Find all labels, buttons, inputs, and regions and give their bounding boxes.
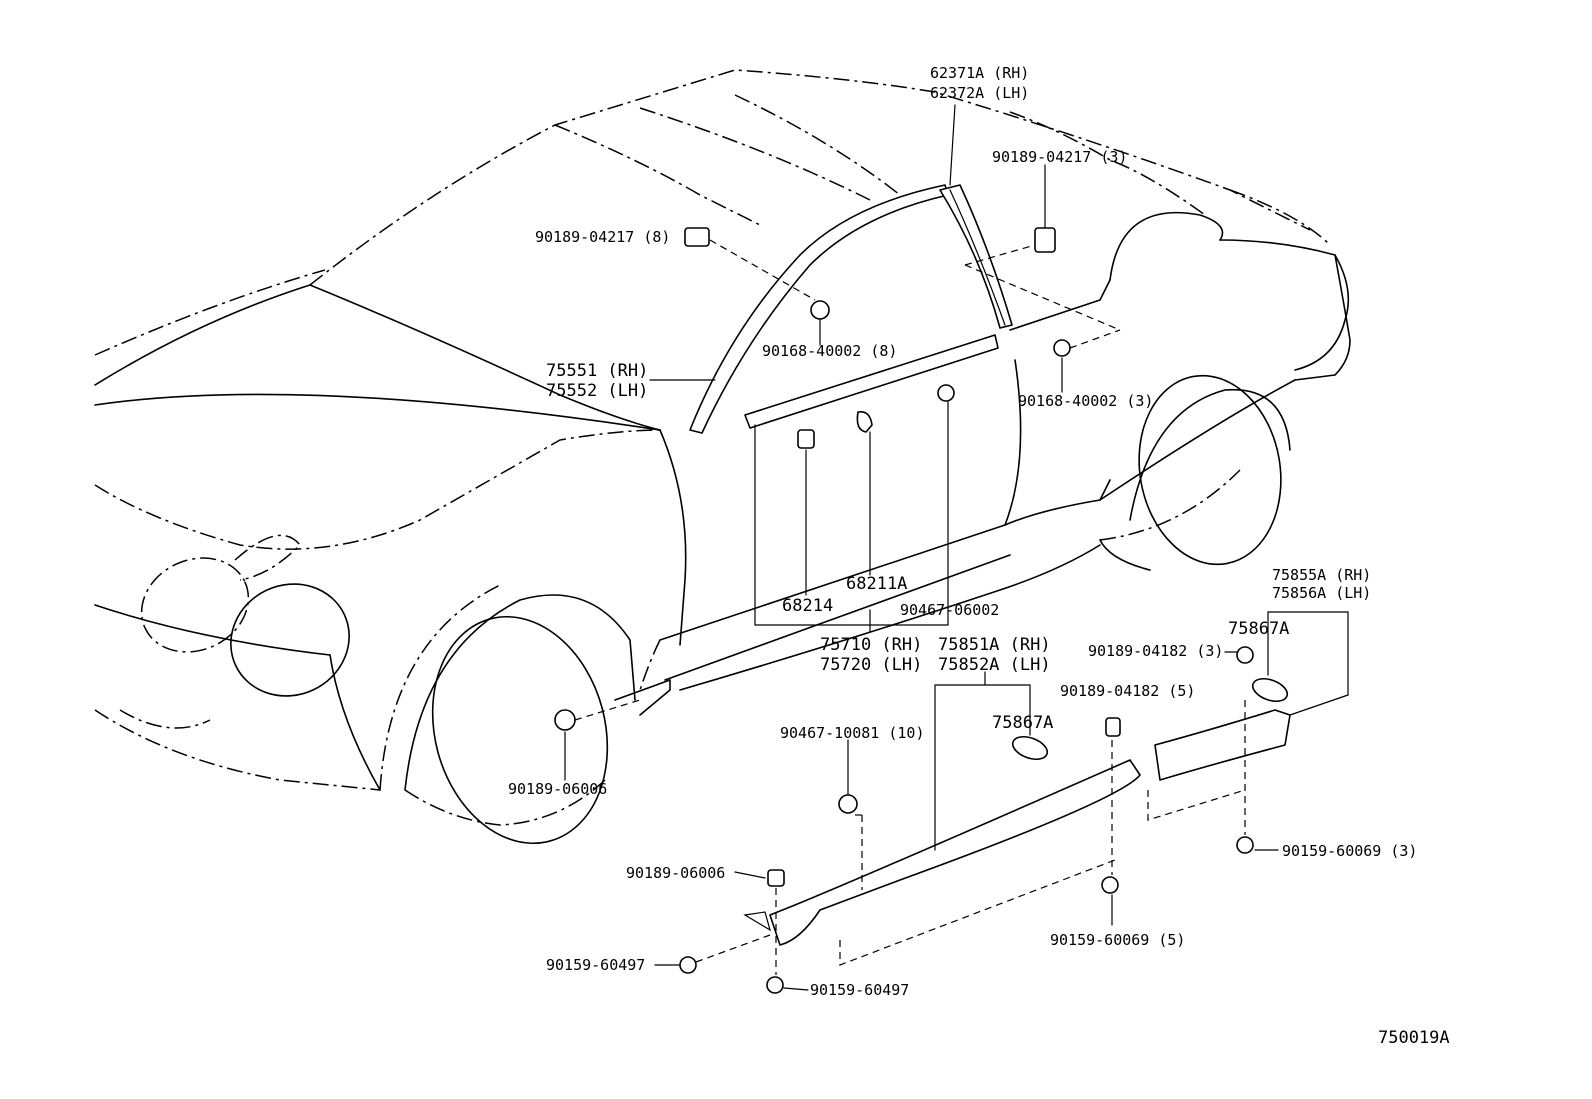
label-75710: 75710 (RH) xyxy=(820,635,922,655)
label-clip-upper-right: 90189-04217 (3) xyxy=(992,148,1127,166)
label-90159-60069-5: 90159-60069 (5) xyxy=(1050,931,1185,949)
label-75552: 75552 (LH) xyxy=(546,381,648,401)
clip-icon-04182-3 xyxy=(1236,646,1254,664)
label-90159-60497-left: 90159-60497 xyxy=(546,956,645,974)
label-90467-10081: 90467-10081 (10) xyxy=(780,724,925,742)
label-75867a-main: 75867A xyxy=(992,713,1053,733)
label-62371a: 62371A (RH) xyxy=(930,64,1029,82)
belt-moulding xyxy=(744,334,999,429)
fastener-icons xyxy=(554,227,1289,994)
label-75851a: 75851A (RH) xyxy=(938,635,1051,655)
label-90159-60497-bottom: 90159-60497 xyxy=(810,981,909,999)
clip-icon-90467-10081 xyxy=(838,794,858,814)
label-90159-60069-3: 90159-60069 (3) xyxy=(1282,842,1417,860)
clip-icon-75867-r xyxy=(1251,677,1289,703)
clip-icon-upper-right xyxy=(1034,227,1056,253)
bolt-icon-60497-b xyxy=(766,976,784,994)
label-75852a: 75852A (LH) xyxy=(938,655,1051,675)
label-68211a: 68211A xyxy=(846,574,907,594)
label-75855a: 75855A (RH) xyxy=(1272,566,1371,584)
clip-icon-04182-5 xyxy=(1105,717,1121,737)
label-screw-upper-left: 90168-40002 (8) xyxy=(762,342,897,360)
label-75551: 75551 (RH) xyxy=(546,361,648,381)
label-90467-06002: 90467-06002 xyxy=(900,601,999,619)
label-clip-04182-3: 90189-04182 (3) xyxy=(1088,642,1223,660)
rocker-panel-main xyxy=(743,759,1141,946)
leader-lines xyxy=(564,104,1349,991)
label-75720: 75720 (LH) xyxy=(820,655,922,675)
bolt-icon-60497-l xyxy=(679,956,697,974)
clip-icon-68214 xyxy=(797,429,815,449)
clip-icon-90467-06002 xyxy=(937,384,955,402)
bolt-icon-60069-3 xyxy=(1236,836,1254,854)
label-75867a-rear: 75867A xyxy=(1228,619,1289,639)
b-pillar-moulding xyxy=(939,184,1013,329)
label-clip-04182-5: 90189-04182 (5) xyxy=(1060,682,1195,700)
label-90189-06006-low: 90189-06006 xyxy=(626,864,725,882)
rocker-panel-rear xyxy=(1154,709,1291,781)
clip-icon-68211 xyxy=(856,410,873,433)
bolt-icon-60069-5 xyxy=(1101,876,1119,894)
car-body xyxy=(94,69,1351,845)
label-screw-upper-right: 90168-40002 (3) xyxy=(1018,392,1153,410)
label-68214: 68214 xyxy=(782,596,833,616)
clip-icon-upper-left xyxy=(684,227,710,247)
clip-icon-75867-m xyxy=(1011,735,1049,761)
label-diagram-id: 750019A xyxy=(1378,1028,1450,1048)
part-labels: 62371A (RH) 62372A (LH) 90189-04217 (3) … xyxy=(508,64,1450,1048)
clip-icon-06006-low xyxy=(767,869,785,887)
label-clip-upper-left: 90189-04217 (8) xyxy=(535,228,670,246)
screw-icon-upper-left xyxy=(810,300,830,320)
label-62372a: 62372A (LH) xyxy=(930,84,1029,102)
label-90189-06006-front: 90189-06006 xyxy=(508,780,607,798)
clip-icon-90189-06006 xyxy=(554,709,576,731)
label-75856a: 75856A (LH) xyxy=(1272,584,1371,602)
screw-icon-upper-right xyxy=(1053,339,1071,357)
